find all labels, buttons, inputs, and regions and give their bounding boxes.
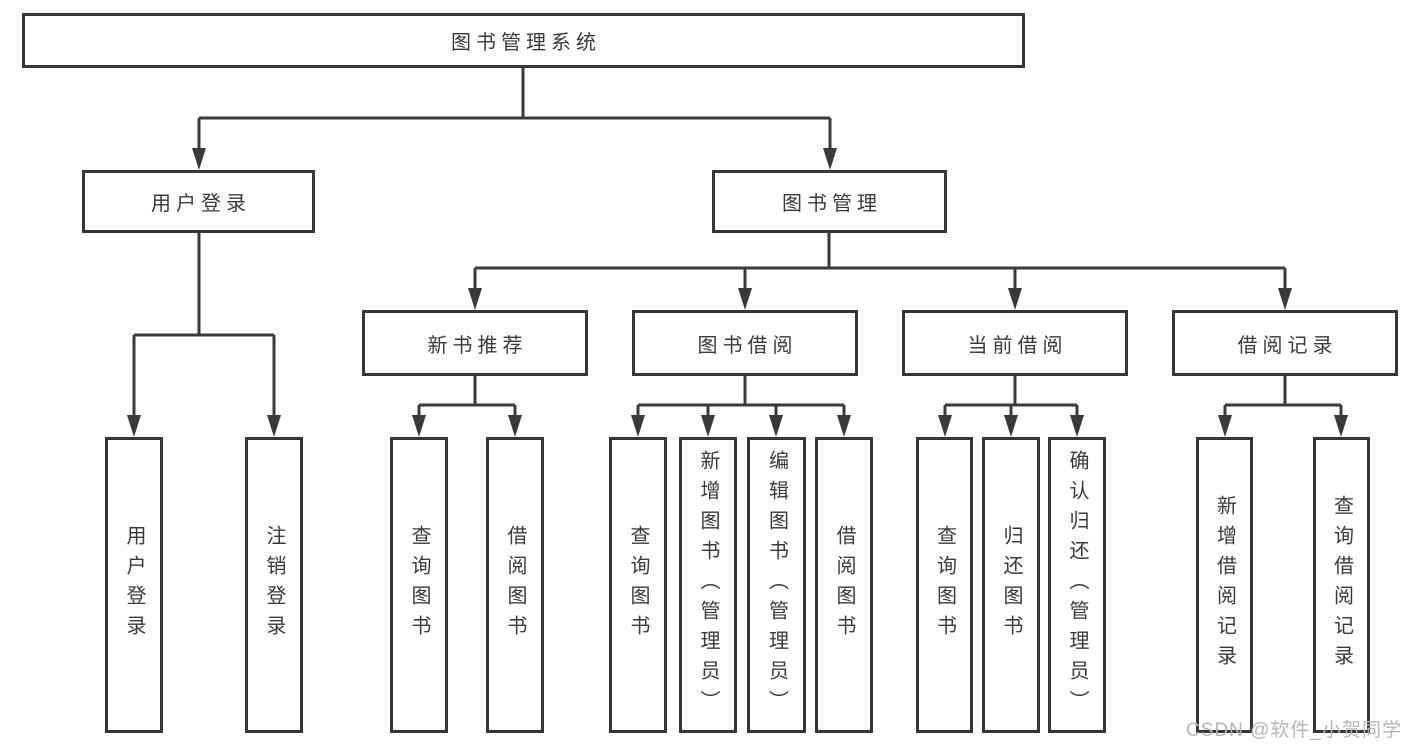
leaf-return-books: 归还图书 — [982, 437, 1040, 733]
node-label: 查询借阅记录 — [1330, 495, 1353, 675]
arrow-down-icon — [823, 148, 837, 170]
node-label: 图书管理系统 — [451, 32, 601, 54]
node-label: 确认归还（管理员） — [1066, 450, 1088, 720]
leaf-add-books-admin: 新增图书（管理员） — [679, 437, 737, 733]
arrow-down-icon — [769, 415, 783, 437]
leaf-user-login: 用户登录 — [105, 437, 163, 733]
node-label: 借阅图书 — [833, 525, 855, 645]
node-label: 查询图书 — [627, 525, 649, 645]
arrow-down-icon — [1004, 415, 1018, 437]
node-label: 借阅记录 — [1237, 334, 1338, 357]
node-user-login: 用户登录 — [82, 170, 315, 233]
node-label: 图书管理 — [782, 193, 882, 215]
node-label: 图书借阅 — [697, 334, 798, 357]
csdn-watermark: CSDN @软件_小贺同学 — [1186, 720, 1402, 741]
leaf-query-books-current: 查询图书 — [916, 437, 973, 733]
arrow-down-icon — [1218, 415, 1232, 437]
arrow-down-icon — [837, 415, 851, 437]
arrow-down-icon — [631, 415, 645, 437]
node-label: 新书推荐 — [427, 334, 528, 357]
node-label: 编辑图书（管理员） — [765, 450, 788, 720]
arrow-down-icon — [1008, 288, 1022, 310]
node-label: 新增借阅记录 — [1213, 495, 1236, 675]
arrow-down-icon — [938, 415, 952, 437]
node-book-management: 图书管理 — [712, 170, 947, 233]
arrow-down-icon — [508, 415, 522, 437]
node-label: 查询图书 — [933, 525, 956, 645]
arrow-down-icon — [1334, 415, 1348, 437]
arrow-down-icon — [701, 415, 715, 437]
arrow-down-icon — [192, 148, 206, 170]
leaf-query-books-borrow: 查询图书 — [609, 437, 667, 733]
arrow-down-icon — [1070, 415, 1084, 437]
node-borrowing-records: 借阅记录 — [1172, 310, 1398, 376]
arrow-down-icon — [127, 415, 141, 437]
leaf-query-books-recommend: 查询图书 — [390, 437, 448, 733]
node-label: 新增图书（管理员） — [697, 450, 719, 720]
leaf-borrow-books: 借阅图书 — [815, 437, 873, 733]
node-label: 借阅图书 — [504, 525, 526, 645]
leaf-borrow-books-recommend: 借阅图书 — [486, 437, 544, 733]
arrow-down-icon — [267, 415, 281, 437]
leaf-add-borrow-record: 新增借阅记录 — [1196, 437, 1253, 733]
node-label: 归还图书 — [1000, 525, 1022, 645]
arrow-down-icon — [1278, 288, 1292, 310]
node-label: 用户登录 — [123, 525, 145, 645]
leaf-logout: 注销登录 — [245, 437, 303, 733]
arrow-down-icon — [468, 288, 482, 310]
leaf-query-borrow-record: 查询借阅记录 — [1313, 437, 1370, 733]
node-label: 查询图书 — [408, 525, 430, 645]
node-current-borrowing: 当前借阅 — [902, 310, 1128, 376]
leaf-confirm-return-admin: 确认归还（管理员） — [1048, 437, 1106, 733]
node-new-book-recommendation: 新书推荐 — [362, 310, 588, 376]
leaf-edit-books-admin: 编辑图书（管理员） — [747, 437, 806, 733]
node-label: 当前借阅 — [967, 334, 1068, 357]
node-label: 注销登录 — [263, 525, 285, 645]
node-label: 用户登录 — [151, 193, 251, 215]
arrow-down-icon — [738, 288, 752, 310]
arrow-down-icon — [412, 415, 426, 437]
node-library-management-system: 图书管理系统 — [22, 13, 1025, 68]
node-book-borrowing: 图书借阅 — [632, 310, 858, 376]
